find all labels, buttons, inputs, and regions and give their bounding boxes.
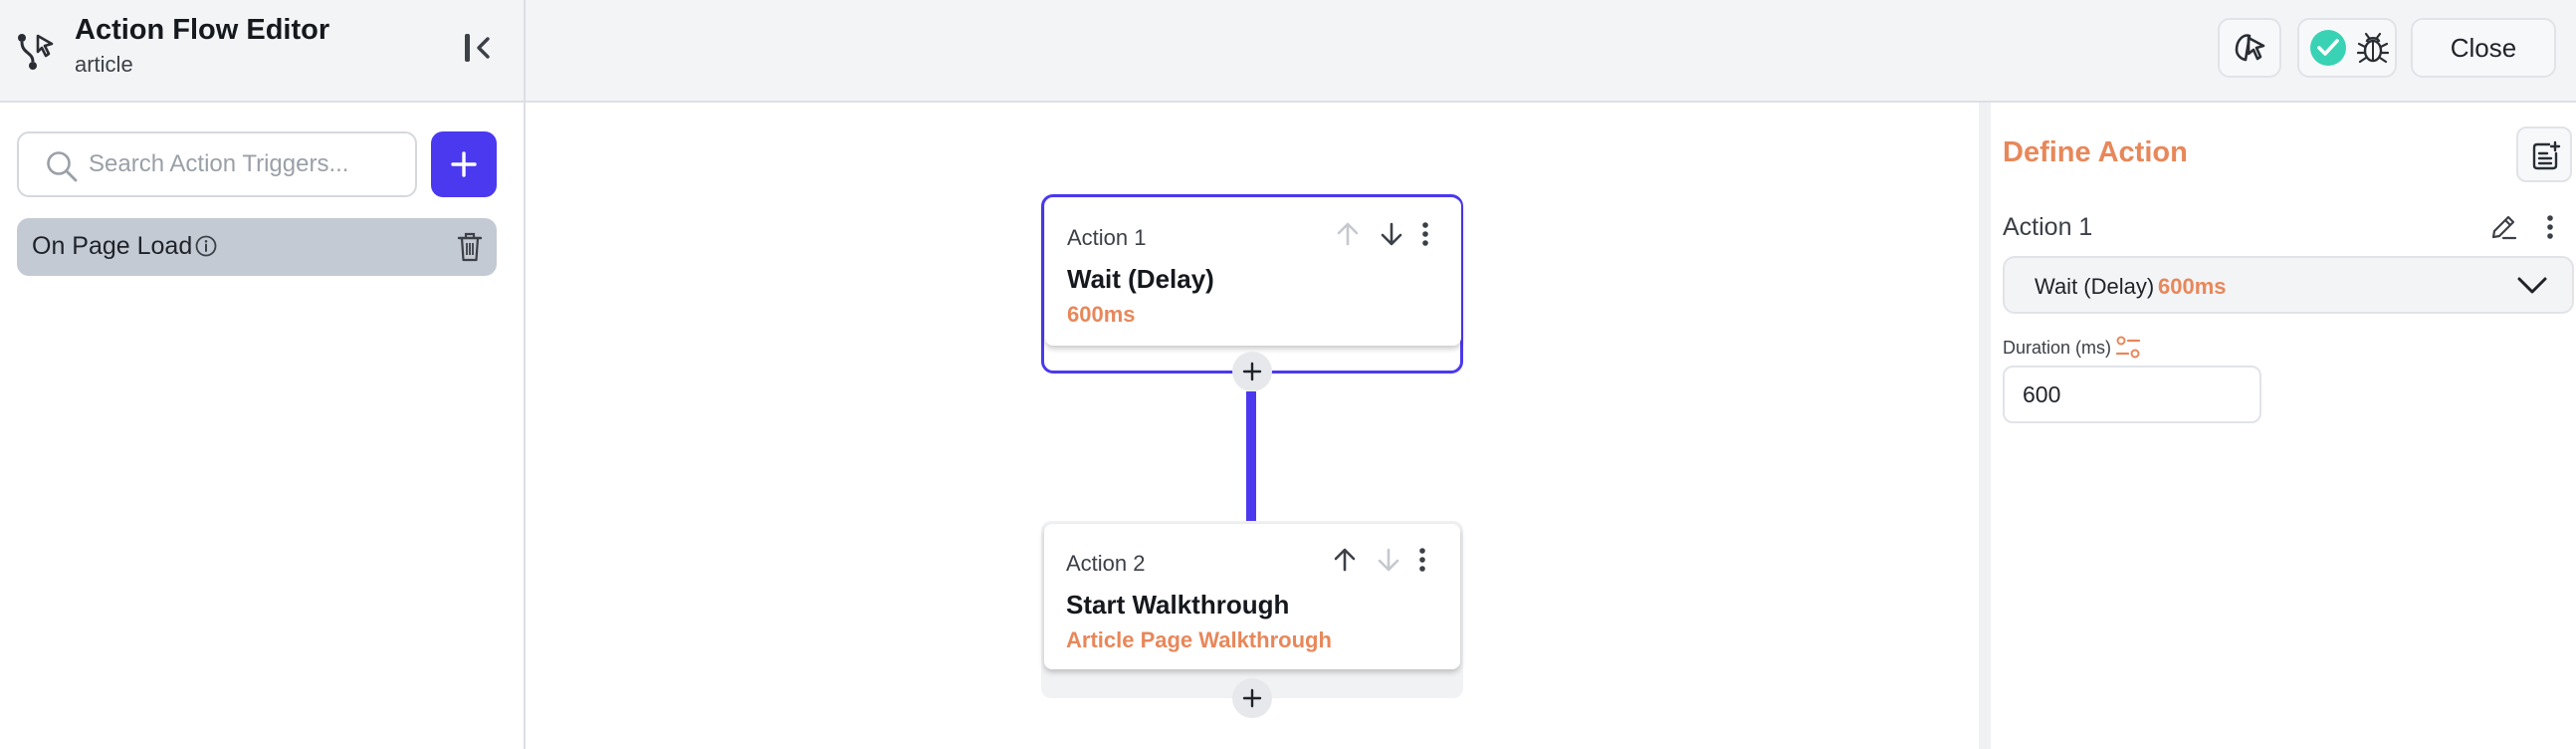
move-down-icon[interactable] (1378, 220, 1405, 248)
action-card[interactable]: Action 1 Wait (Delay) 600ms (1045, 198, 1461, 346)
flow-canvas[interactable]: Action 1 Wait (Delay) 600ms Action 2 Sta… (528, 103, 1979, 749)
plus-icon (1242, 688, 1262, 708)
action-detail: Article Page Walkthrough (1066, 627, 1332, 652)
search-icon (47, 151, 78, 182)
figma-cursor-icon (2235, 34, 2265, 62)
flow-connector (1246, 391, 1256, 521)
add-action-node[interactable] (1232, 352, 1272, 391)
duration-input[interactable] (2003, 366, 2261, 423)
status-debug-button[interactable] (2297, 18, 2397, 78)
move-up-icon[interactable] (1334, 220, 1362, 248)
plus-icon (1242, 362, 1262, 381)
trash-icon[interactable] (455, 231, 485, 263)
close-button[interactable]: Close (2411, 18, 2556, 78)
check-circle-icon (2310, 30, 2346, 66)
action-name: Wait (Delay) (1067, 264, 1214, 294)
editor-header: Action Flow Editor article Close (0, 0, 2576, 103)
search-box[interactable] (17, 131, 417, 197)
chevron-down-icon (2517, 277, 2547, 294)
page-title: Action Flow Editor (75, 14, 330, 46)
more-options-icon[interactable] (1415, 220, 1435, 248)
search-input[interactable] (89, 145, 407, 183)
add-trigger-button[interactable] (431, 131, 497, 197)
action-docs-button[interactable] (2516, 126, 2572, 182)
figma-button[interactable] (2218, 18, 2281, 78)
bug-icon (2356, 32, 2390, 64)
move-up-icon[interactable] (1331, 546, 1359, 574)
action-detail: 600ms (1067, 302, 1136, 327)
action-node-1[interactable]: Action 1 Wait (Delay) 600ms (1041, 194, 1463, 374)
select-action-value: 600ms (2158, 274, 2227, 299)
edit-icon[interactable] (2488, 212, 2518, 242)
move-down-icon[interactable] (1375, 546, 1402, 574)
flow-icon (18, 34, 54, 70)
action-type-select[interactable]: Wait (Delay) 600ms (2003, 256, 2574, 314)
select-action-name: Wait (Delay) (2035, 274, 2155, 299)
add-action-node[interactable] (1232, 678, 1272, 718)
panel-title: Define Action (2003, 136, 2188, 168)
document-add-icon (2532, 140, 2561, 170)
more-options-icon[interactable] (1412, 546, 1432, 574)
page-subtitle: article (75, 52, 133, 77)
trigger-item-on-page-load[interactable]: On Page Load (17, 218, 497, 276)
collapse-sidebar-icon[interactable] (460, 30, 496, 66)
define-action-panel: Define Action Action 1 Wait (Delay) 600m… (1979, 103, 2576, 749)
action-node-2[interactable]: Action 2 Start Walkthrough Article Page … (1041, 521, 1463, 698)
action-label: Action 1 (1067, 225, 1147, 250)
header-title-area: Action Flow Editor article (0, 0, 526, 101)
trigger-label: On Page Load (32, 232, 193, 260)
info-icon[interactable] (194, 234, 218, 258)
action-card[interactable]: Action 2 Start Walkthrough Article Page … (1044, 524, 1460, 669)
duration-label: Duration (ms) (2003, 338, 2112, 358)
plus-icon (451, 151, 477, 177)
more-options-icon[interactable] (2540, 212, 2560, 242)
variable-settings-icon[interactable] (2114, 334, 2142, 362)
selected-action-name: Action 1 (2003, 213, 2093, 241)
triggers-sidebar: On Page Load (0, 103, 526, 749)
action-label: Action 2 (1066, 551, 1146, 576)
action-name: Start Walkthrough (1066, 590, 1290, 620)
